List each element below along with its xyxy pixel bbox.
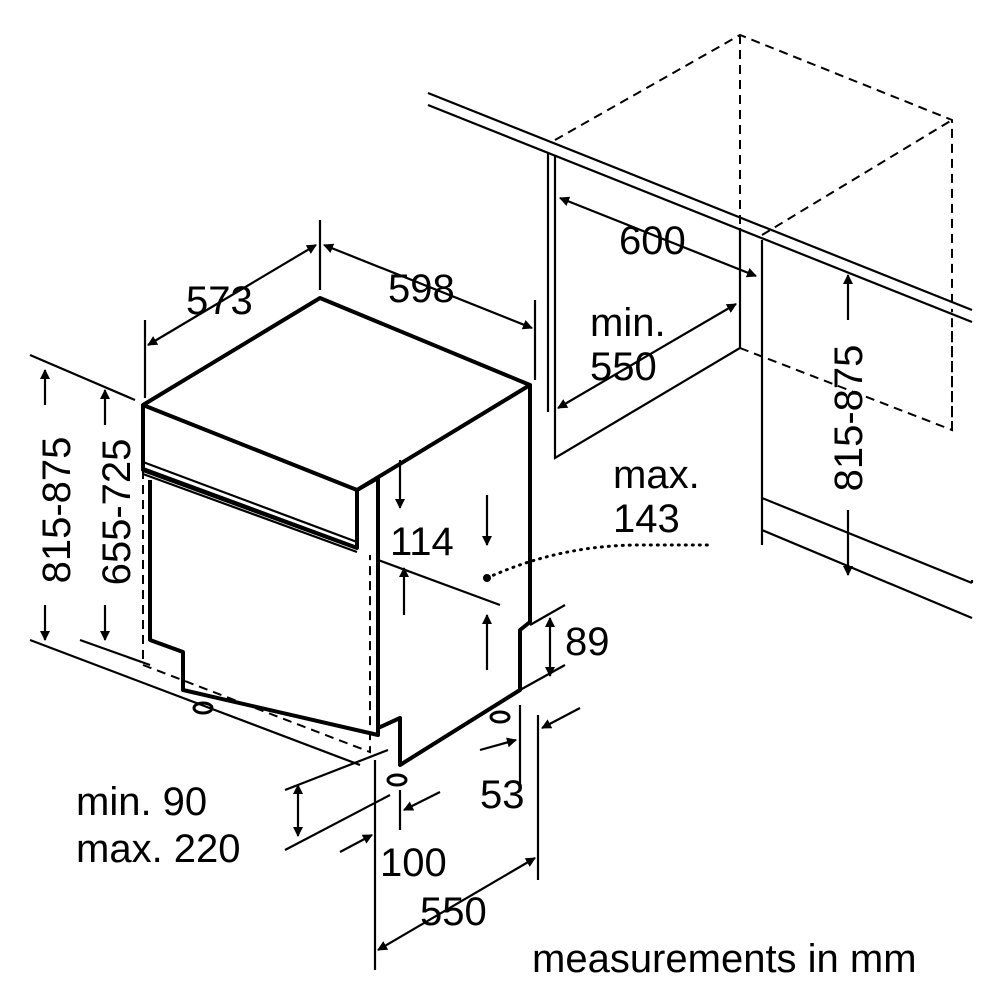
label-100: 100	[380, 841, 447, 885]
label-panel-114: 114	[390, 520, 454, 564]
label-height-left: 815-875	[35, 437, 79, 584]
cabinet-niche	[427, 33, 974, 620]
label-niche-depth-550: 550	[590, 345, 657, 389]
label-width-598: 598	[388, 267, 455, 311]
label-53: 53	[480, 773, 525, 817]
label-height-door: 655-725	[95, 439, 139, 586]
dimension-lines	[29, 196, 853, 970]
label-niche-depth-min: min.	[590, 301, 666, 345]
label-max: max.	[613, 453, 700, 497]
label-plinth-max: max. 220	[76, 827, 241, 871]
label-height-right: 815-875	[827, 345, 871, 492]
label-max-143: 143	[613, 497, 680, 541]
label-550: 550	[420, 890, 487, 934]
label-89: 89	[565, 620, 610, 664]
label-plinth-min: min. 90	[76, 780, 207, 824]
dishwasher-body	[141, 296, 532, 787]
label-depth-573: 573	[186, 279, 253, 323]
units-note: measurements in mm	[532, 937, 917, 981]
label-niche-width-600: 600	[619, 219, 686, 263]
